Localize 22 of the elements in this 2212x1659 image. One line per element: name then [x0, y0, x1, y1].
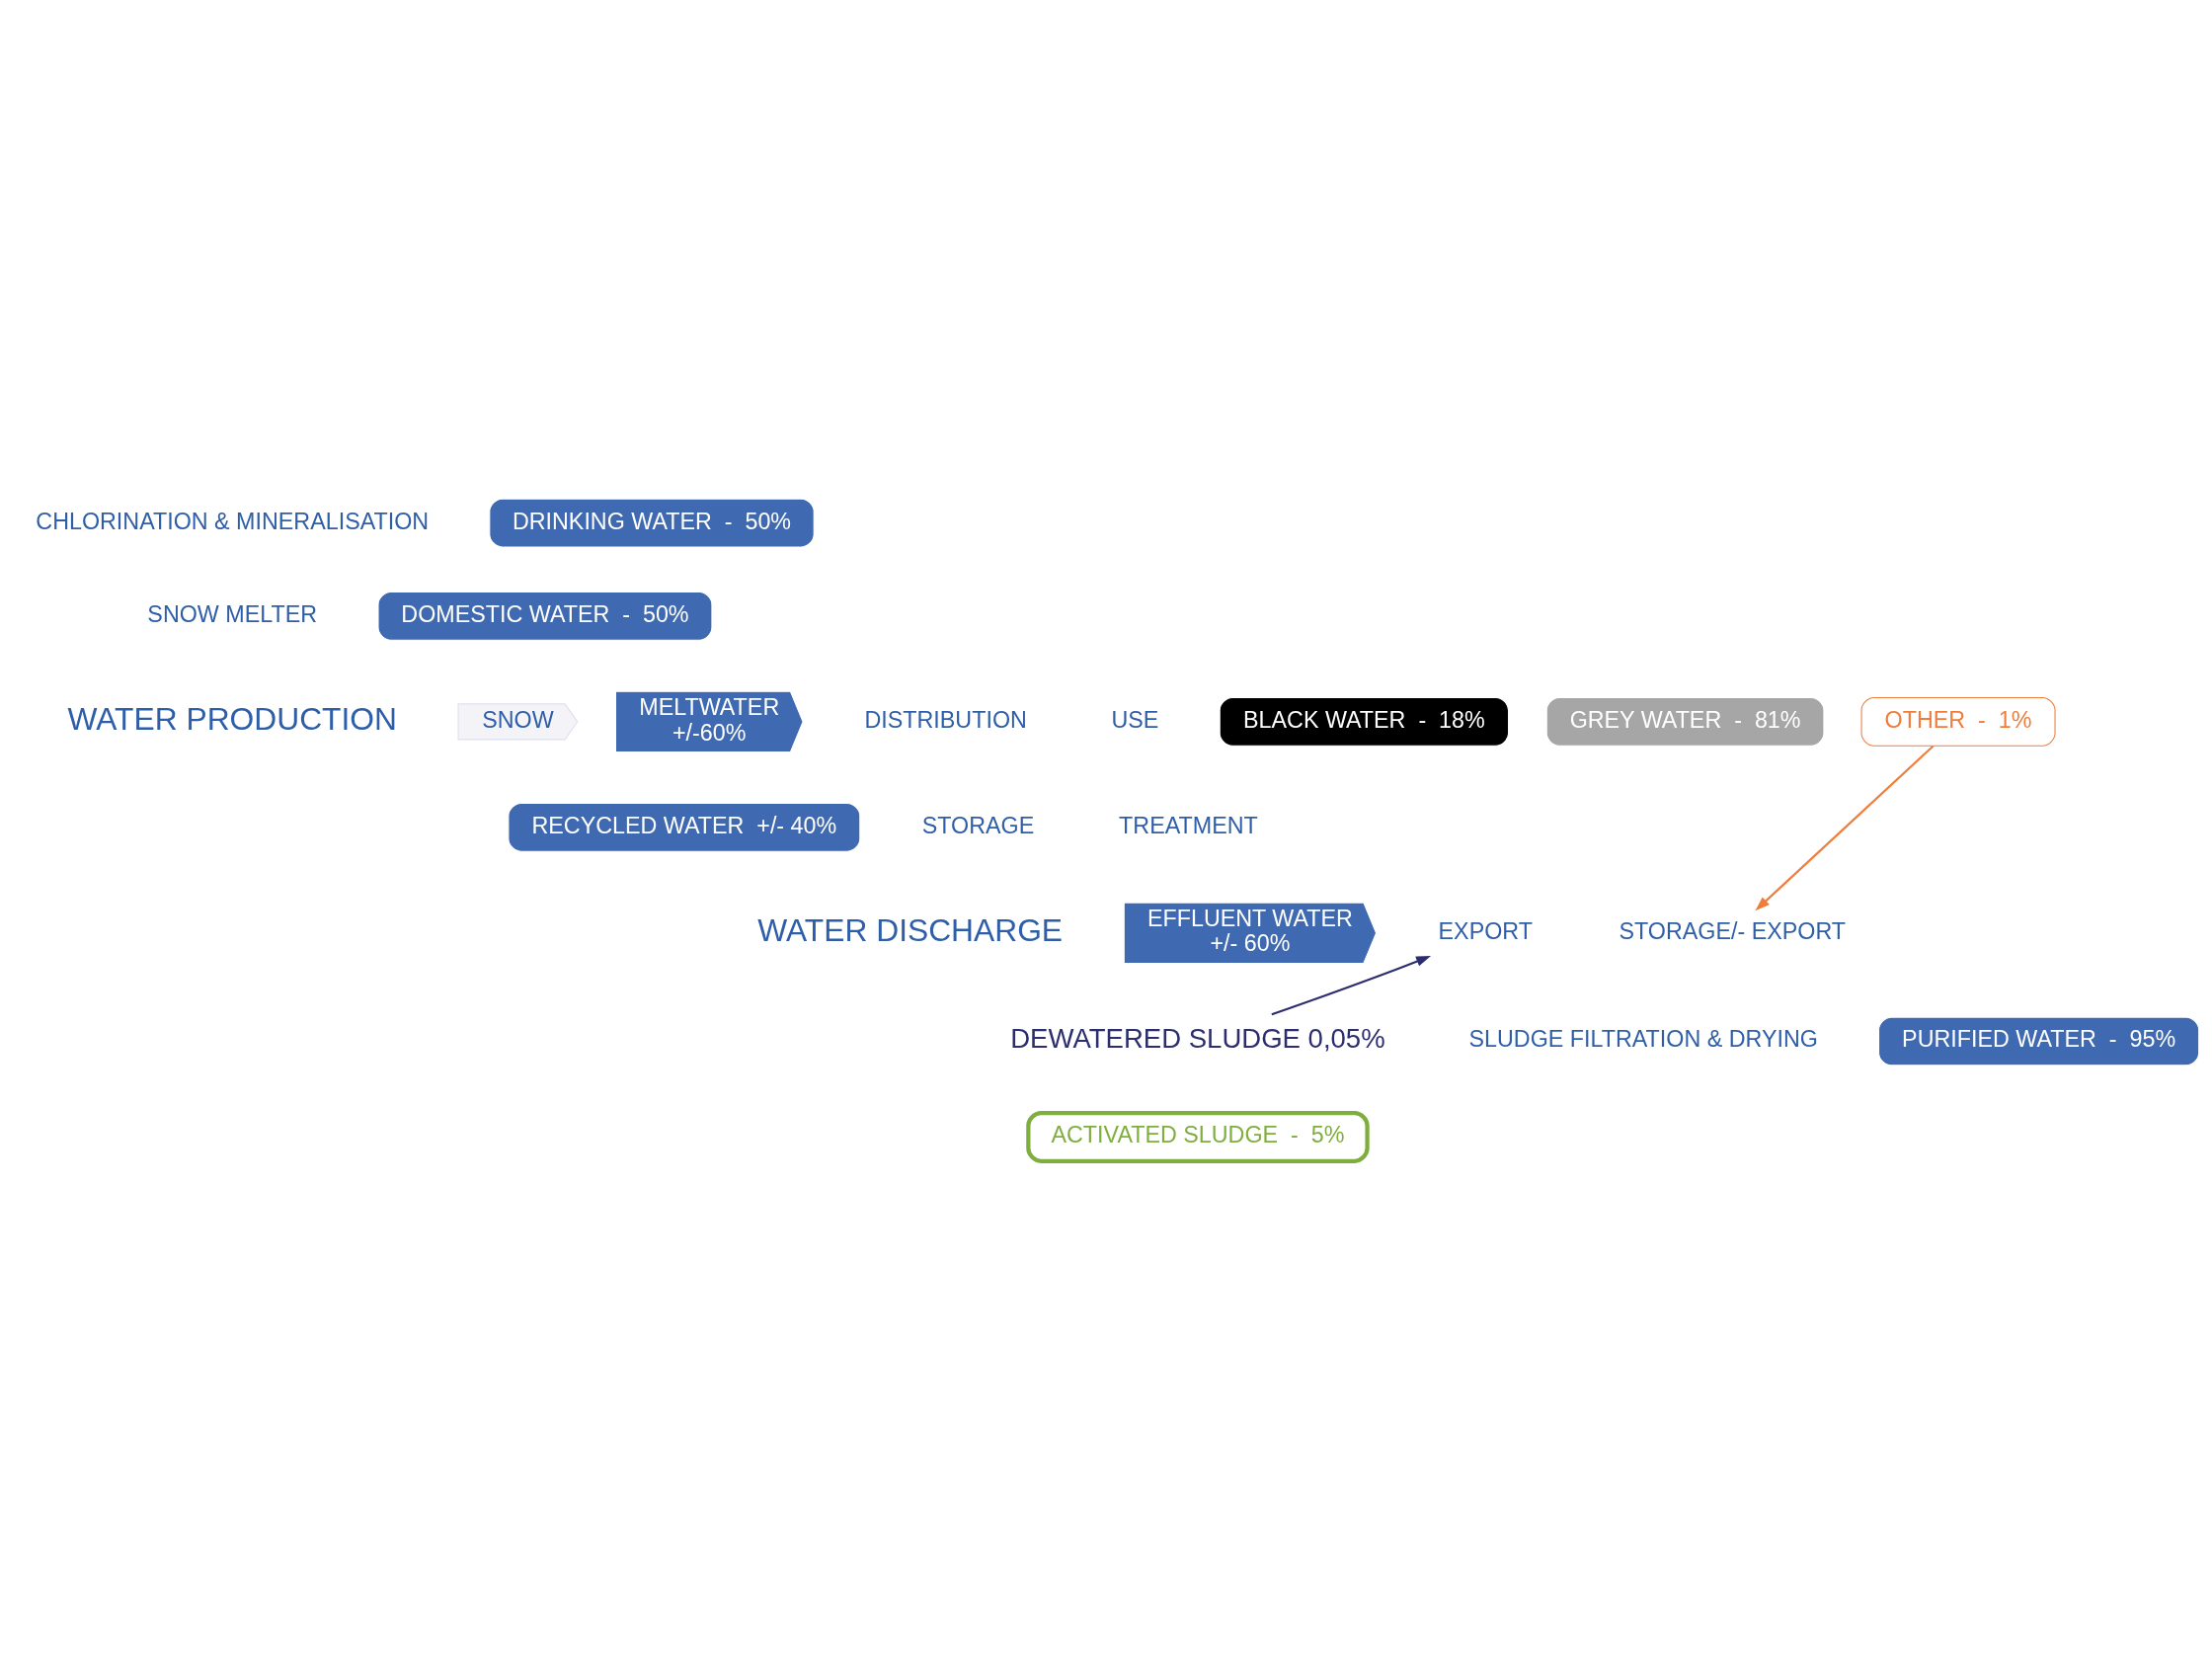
label: DISTRIBUTION — [864, 706, 1027, 733]
label: WATER DISCHARGE — [757, 911, 1064, 948]
node-box: ACTIVATED SLUDGE - 5% — [1026, 1110, 1370, 1163]
node-box: OTHER - 1% — [1860, 696, 2056, 747]
label: USE — [1111, 706, 1159, 733]
node-text: EXPORT — [1438, 917, 1533, 944]
label: SLUDGE FILTRATION & DRYING — [1468, 1025, 1818, 1052]
node-box: GREY WATER - 81% — [1545, 696, 1825, 747]
label: TREATMENT — [1119, 812, 1258, 838]
node-text: DEWATERED SLUDGE 0,05% — [1010, 1022, 1385, 1054]
label: STORAGE — [921, 812, 1035, 838]
node-box: BLACK WATER - 18% — [1219, 696, 1510, 747]
label: CHLORINATION & MINERALISATION — [36, 508, 430, 534]
arrow — [1755, 745, 1935, 910]
node-box: RECYCLED WATER +/- 40% — [508, 802, 861, 852]
node-box: PURIFIED WATER - 95% — [1878, 1016, 2200, 1066]
node-text: STORAGE/- EXPORT — [1619, 917, 1847, 944]
arrow — [1271, 955, 1432, 1015]
node-box: DOMESTIC WATER - 50% — [377, 591, 713, 641]
label: WATER PRODUCTION — [67, 700, 397, 737]
node-box: DRINKING WATER - 50% — [489, 498, 815, 547]
label: SNOW MELTER — [147, 600, 318, 627]
